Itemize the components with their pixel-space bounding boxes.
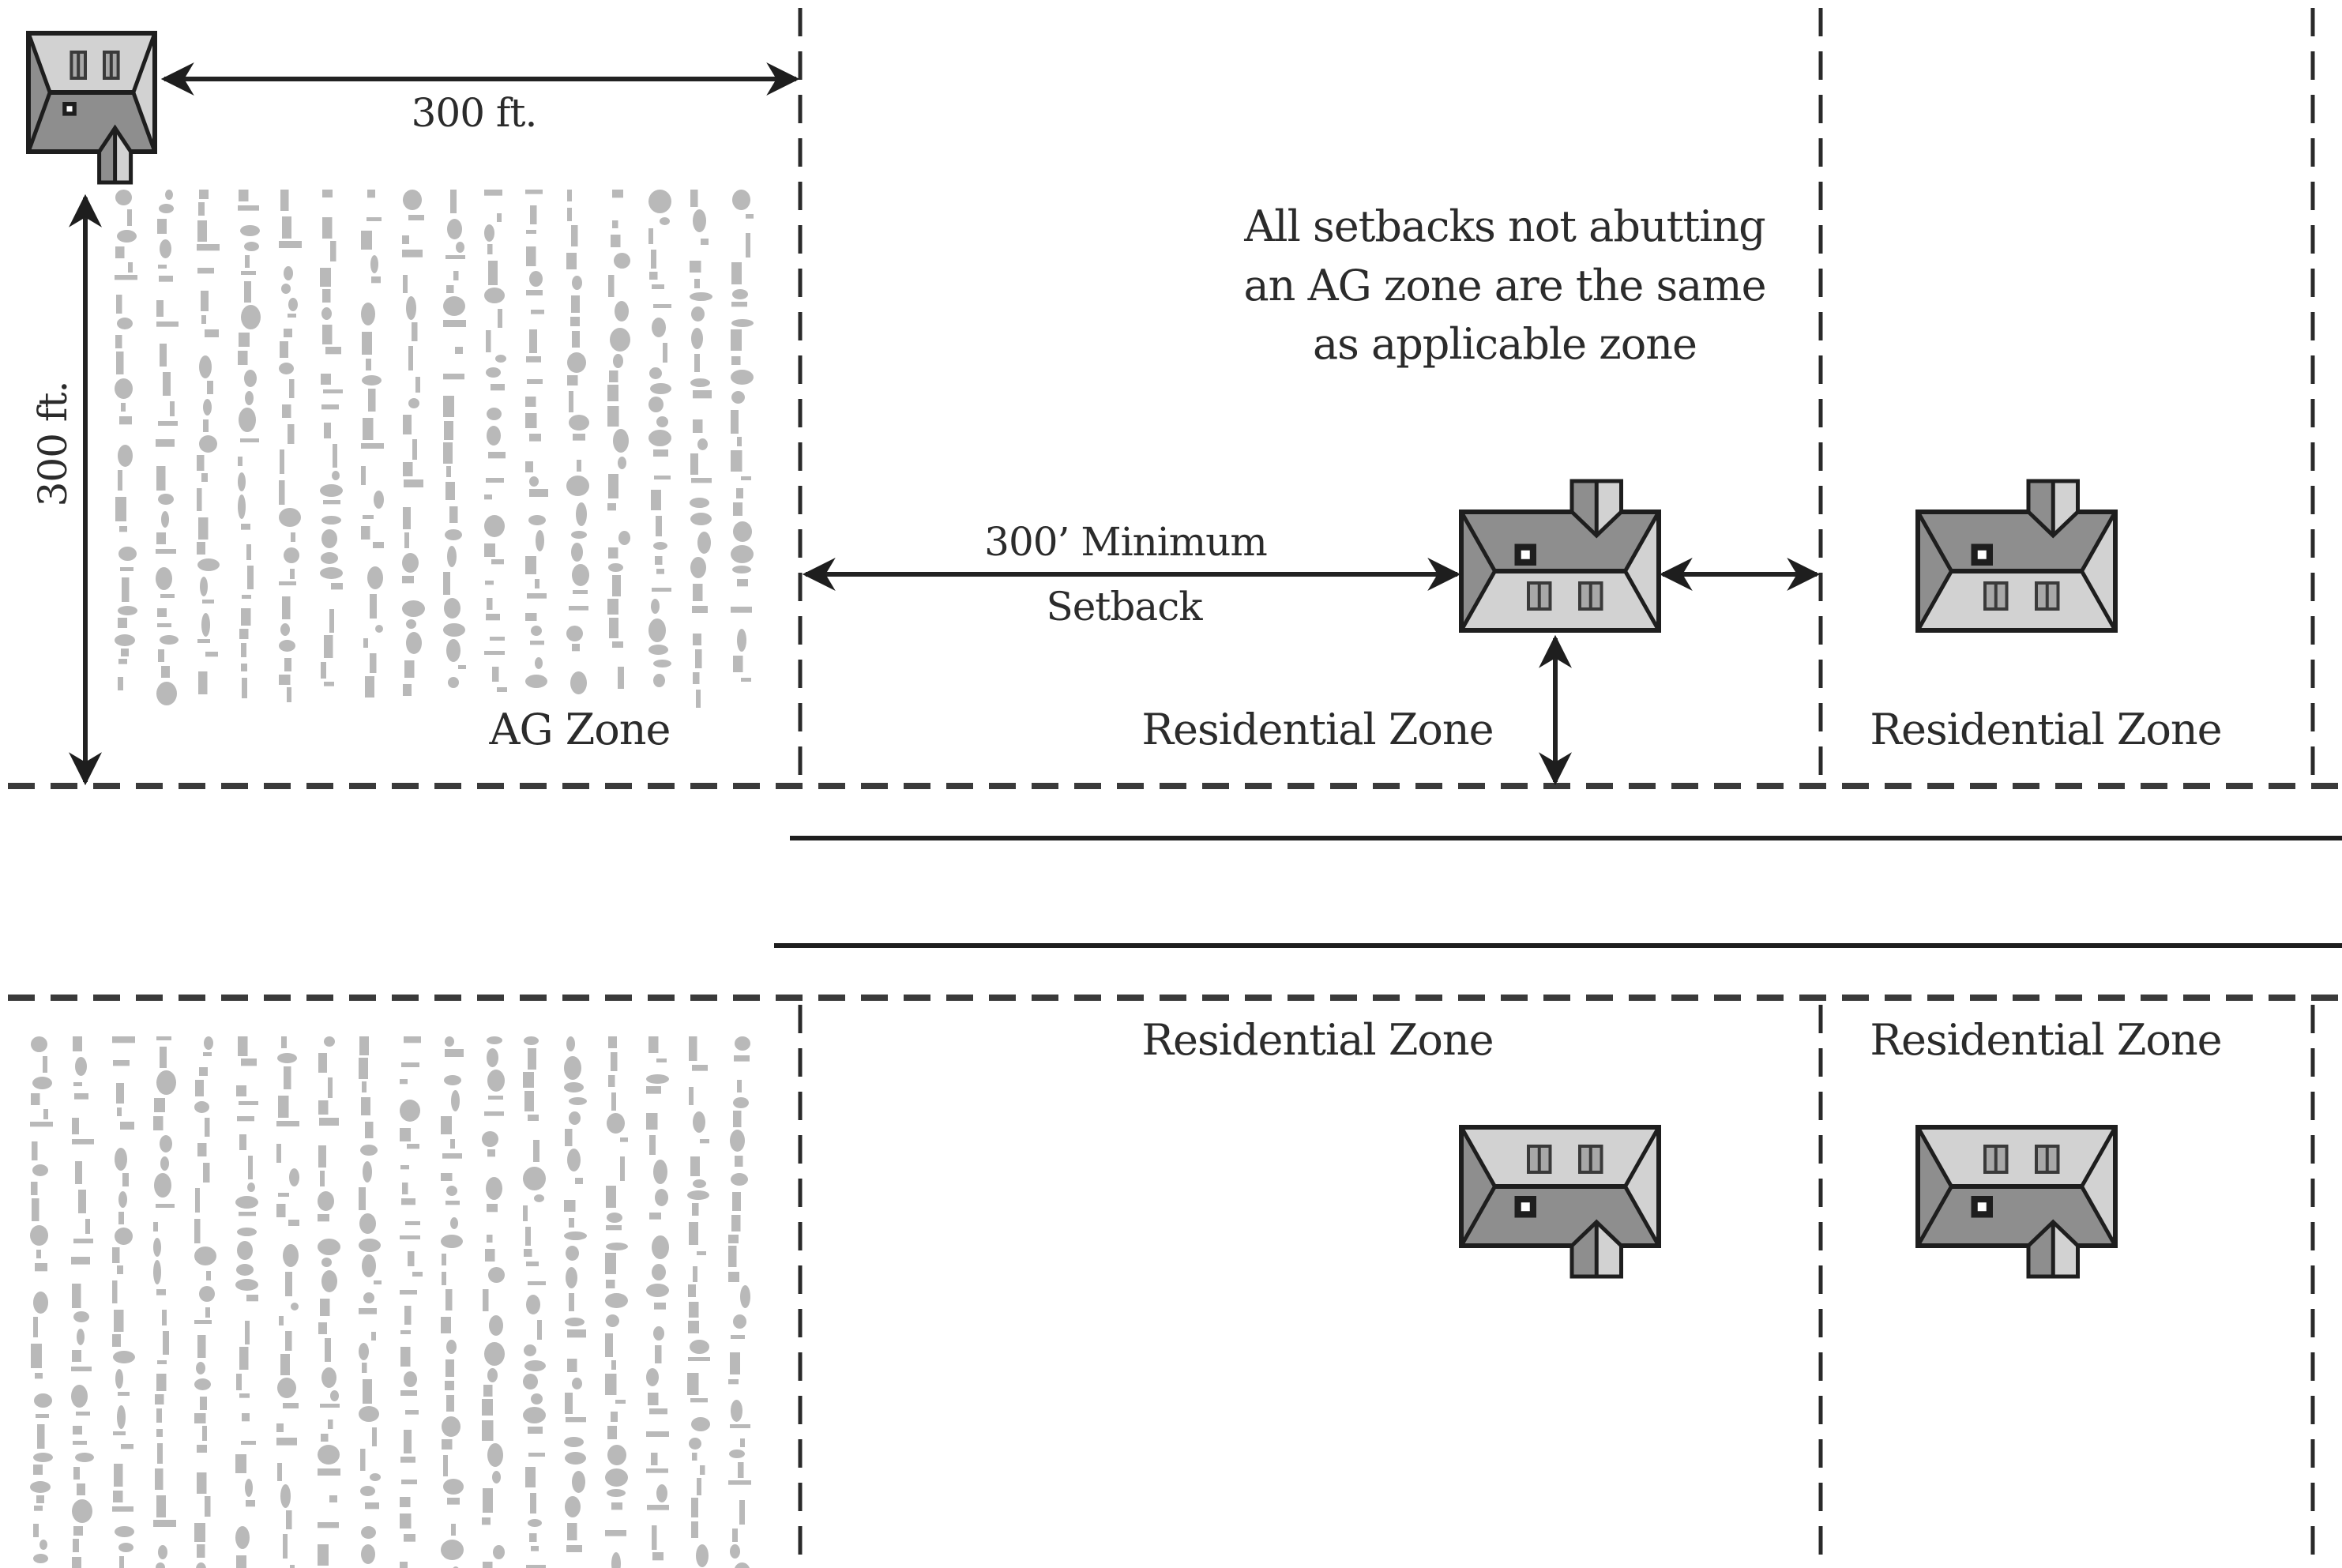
crop-row bbox=[400, 1036, 423, 1568]
chimney-icon bbox=[2026, 1219, 2080, 1279]
window-icon bbox=[1527, 1145, 1552, 1174]
skylight-icon bbox=[62, 102, 77, 116]
crop-row bbox=[605, 1036, 628, 1568]
note-line-1: All setbacks not abutting bbox=[1243, 201, 1765, 251]
house-residential-lower-right bbox=[1915, 1125, 2118, 1279]
ag-field-lower-texture bbox=[30, 1036, 751, 1568]
crop-row bbox=[402, 190, 425, 696]
crop-row bbox=[484, 190, 507, 692]
crop-row bbox=[276, 1036, 299, 1568]
zone-label-residential-upper-middle: Residential Zone bbox=[1141, 705, 1493, 754]
crop-row bbox=[238, 190, 261, 698]
zone-label-residential-upper-right: Residential Zone bbox=[1870, 705, 2221, 754]
road bbox=[111, 836, 2342, 948]
window-icon bbox=[2035, 581, 2060, 611]
skylight-icon bbox=[1971, 543, 1993, 566]
crop-row bbox=[156, 190, 179, 705]
crop-row bbox=[728, 1036, 751, 1568]
crop-row bbox=[320, 190, 343, 686]
crop-row bbox=[279, 190, 302, 702]
note-line-3: as applicable zone bbox=[1313, 319, 1697, 369]
crop-row bbox=[318, 1036, 340, 1566]
note-line-2: an AG zone are the same bbox=[1243, 261, 1765, 310]
crop-row bbox=[525, 190, 548, 688]
zone-label-residential-lower-right: Residential Zone bbox=[1870, 1015, 2221, 1065]
crop-row bbox=[687, 1036, 710, 1567]
window-icon bbox=[103, 51, 120, 80]
chimney-icon bbox=[97, 124, 133, 185]
house-residential-upper-middle bbox=[1459, 479, 1661, 633]
chimney-icon bbox=[1569, 1219, 1623, 1279]
zone-label-residential-lower-middle: Residential Zone bbox=[1141, 1015, 1493, 1065]
window-icon bbox=[1983, 1145, 2009, 1174]
crop-row bbox=[30, 1036, 53, 1563]
crop-row bbox=[235, 1036, 258, 1568]
crop-row bbox=[361, 190, 384, 698]
crop-row bbox=[194, 1036, 216, 1568]
skylight-icon bbox=[1971, 1196, 1993, 1218]
ag-depth-label: 300 ft. bbox=[30, 382, 76, 507]
setback-label-line2: Setback bbox=[1046, 584, 1203, 630]
house-ag-upper bbox=[26, 31, 157, 185]
crop-row bbox=[115, 190, 137, 690]
window-icon bbox=[70, 51, 88, 80]
setback-label-line1: 300’ Minimum bbox=[984, 519, 1267, 565]
crop-row bbox=[564, 1036, 587, 1552]
ag-field-upper-texture bbox=[115, 190, 754, 708]
crop-row bbox=[607, 190, 630, 689]
crop-row bbox=[646, 1036, 669, 1561]
crop-row bbox=[566, 190, 589, 694]
crop-row bbox=[523, 1036, 546, 1568]
window-icon bbox=[1578, 581, 1603, 611]
crop-row bbox=[71, 1036, 94, 1568]
crop-row bbox=[112, 1036, 135, 1568]
chimney-icon bbox=[2026, 479, 2080, 539]
skylight-icon bbox=[1514, 543, 1536, 566]
crop-row bbox=[731, 190, 754, 682]
window-icon bbox=[1578, 1145, 1603, 1174]
crop-row bbox=[648, 190, 671, 687]
crop-row bbox=[441, 1036, 464, 1568]
house-residential-lower-middle bbox=[1459, 1125, 1661, 1279]
crop-row bbox=[359, 1036, 382, 1564]
window-icon bbox=[1983, 581, 2009, 611]
ag-width-label: 300 ft. bbox=[412, 90, 537, 136]
crop-row bbox=[197, 190, 220, 694]
house-residential-upper-right bbox=[1915, 479, 2118, 633]
houses bbox=[26, 31, 2118, 1279]
window-icon bbox=[1527, 581, 1552, 611]
chimney-icon bbox=[1569, 479, 1623, 539]
window-icon bbox=[2035, 1145, 2060, 1174]
crop-row bbox=[443, 190, 466, 688]
crop-row bbox=[482, 1036, 505, 1568]
crop-row bbox=[153, 1036, 176, 1568]
skylight-icon bbox=[1514, 1196, 1536, 1218]
crop-row bbox=[690, 190, 712, 708]
zone-label-ag-upper: AG Zone bbox=[488, 705, 670, 754]
